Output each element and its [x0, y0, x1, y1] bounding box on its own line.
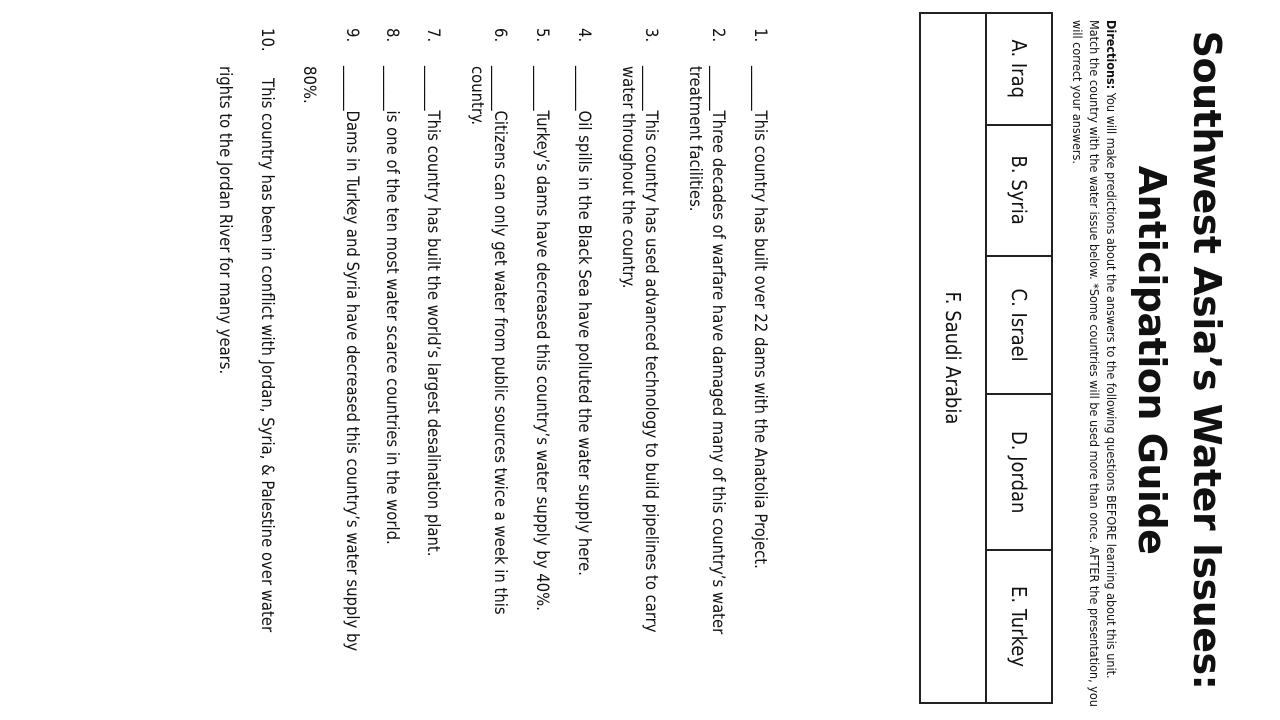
- question-number: 2.: [709, 28, 728, 43]
- question-statement: rights to the Jordan River for many year…: [216, 66, 235, 375]
- country-option-b: B. Syria: [986, 124, 1052, 256]
- question-text: ______Citizens can only get water from p…: [490, 66, 510, 615]
- question-number: 8.: [383, 28, 402, 43]
- question-statement: This country has been in conflict with J…: [258, 78, 277, 633]
- country-option-d: D. Jordan: [986, 394, 1052, 551]
- question-statement: This country has built the world’s large…: [424, 110, 443, 557]
- question-text: ______This country has built the world’s…: [423, 66, 443, 556]
- question-statement: 80%.: [300, 66, 319, 104]
- worksheet-subtitle: Anticipation Guide: [1130, 165, 1174, 555]
- question-number: 1.: [751, 28, 770, 43]
- answer-blank[interactable]: ______: [642, 66, 661, 111]
- question-number: 9.: [343, 28, 362, 43]
- question-number: 7.: [424, 28, 443, 43]
- question-text: ______Three decades of warfare have dama…: [708, 66, 728, 634]
- question-statement: country.: [468, 66, 487, 126]
- country-option-a: A. Iraq: [986, 13, 1052, 125]
- question-statement: This country has used advanced technolog…: [642, 110, 661, 633]
- answer-blank[interactable]: ______: [533, 66, 552, 111]
- question-statement: water throughout the country.: [619, 66, 638, 289]
- question-text: ______Dams in Turkey and Syria have decr…: [342, 66, 362, 651]
- question-statement: Turkey’s dams have decreased this countr…: [533, 110, 552, 611]
- question-statement: Three decades of warfare have damaged ma…: [709, 110, 728, 635]
- country-option-e: E. Turkey: [986, 550, 1052, 703]
- answer-blank[interactable]: ______: [424, 66, 443, 111]
- question-statement: This country has built over 22 dams with…: [751, 110, 770, 569]
- answer-blank[interactable]: ______: [751, 66, 770, 111]
- directions-label: Directions:: [1104, 20, 1119, 90]
- question-text: ______is one of the ten most water scarc…: [382, 66, 402, 545]
- question-text: ______This country has built over 22 dam…: [750, 66, 770, 569]
- answer-blank[interactable]: ______: [343, 66, 362, 111]
- question-number: 6.: [491, 28, 510, 43]
- question-text: ______Turkey’s dams have decreased this …: [532, 66, 552, 611]
- country-option-c: C. Israel: [986, 255, 1052, 395]
- question-statement: Oil spills in the Black Sea have pollute…: [575, 110, 594, 576]
- question-statement: Dams in Turkey and Syria have decreased …: [343, 110, 362, 652]
- answer-blank[interactable]: ______: [575, 66, 594, 111]
- country-word-bank: A. Iraq B. Syria C. Israel D. Jordan E. …: [919, 12, 1053, 704]
- question-statement: is one of the ten most water scarce coun…: [383, 110, 402, 545]
- country-option-f: F. Saudi Arabia: [920, 13, 986, 703]
- question-text: ______Oil spills in the Black Sea have p…: [574, 66, 594, 576]
- question-number: 4.: [575, 28, 594, 43]
- question-number: 10.: [258, 28, 277, 52]
- directions-text: You will make predictions about the answ…: [1070, 20, 1119, 707]
- question-text: ______This country has used advanced tec…: [641, 66, 661, 633]
- directions: Directions: You will make predictions ab…: [1069, 20, 1120, 710]
- answer-blank[interactable]: ______: [491, 66, 510, 111]
- question-number: 3.: [642, 28, 661, 43]
- answer-blank[interactable]: ______: [709, 66, 728, 111]
- question-number: 5.: [533, 28, 552, 43]
- worksheet-title: Southwest Asia’s Water Issues:: [1185, 30, 1229, 690]
- answer-blank[interactable]: ______: [383, 66, 402, 111]
- question-statement: Citizens can only get water from public …: [491, 110, 510, 615]
- question-statement: treatment facilities.: [686, 66, 705, 212]
